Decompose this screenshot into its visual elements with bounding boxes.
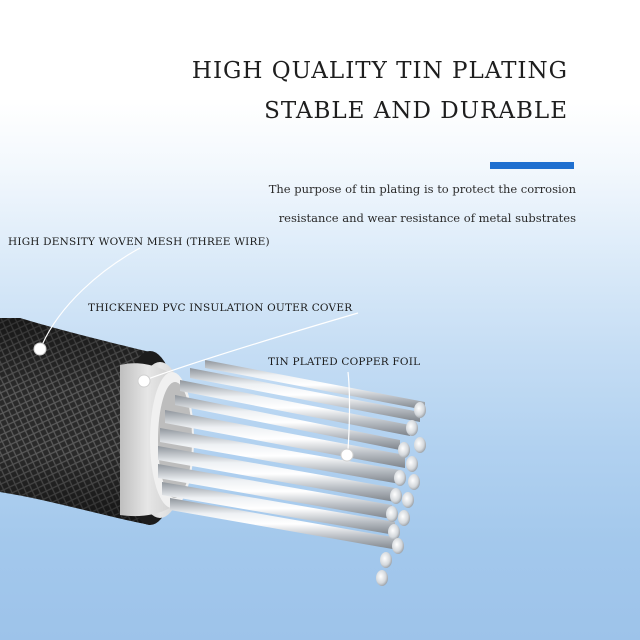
callout-lines — [41, 247, 359, 451]
tin-plated-strands — [158, 360, 426, 586]
description-line-2: resistance and wear resistance of metal … — [278, 211, 576, 225]
callout-copper-foil: TIN PLATED COPPER FOIL — [268, 356, 421, 368]
callout-dots — [33, 342, 354, 462]
strand-ends — [376, 402, 426, 586]
headline-line-1: HIGH QUALITY TIN PLATING — [191, 58, 568, 84]
accent-bar — [490, 162, 574, 169]
callout-woven-mesh: HIGH DENSITY WOVEN MESH (THREE WIRE) — [8, 236, 270, 248]
description-line-1: The purpose of tin plating is to protect… — [268, 182, 576, 196]
callout-pvc-insulation: THICKENED PVC INSULATION OUTER COVER — [88, 302, 353, 314]
headline-line-2: STABLE AND DURABLE — [264, 98, 568, 124]
